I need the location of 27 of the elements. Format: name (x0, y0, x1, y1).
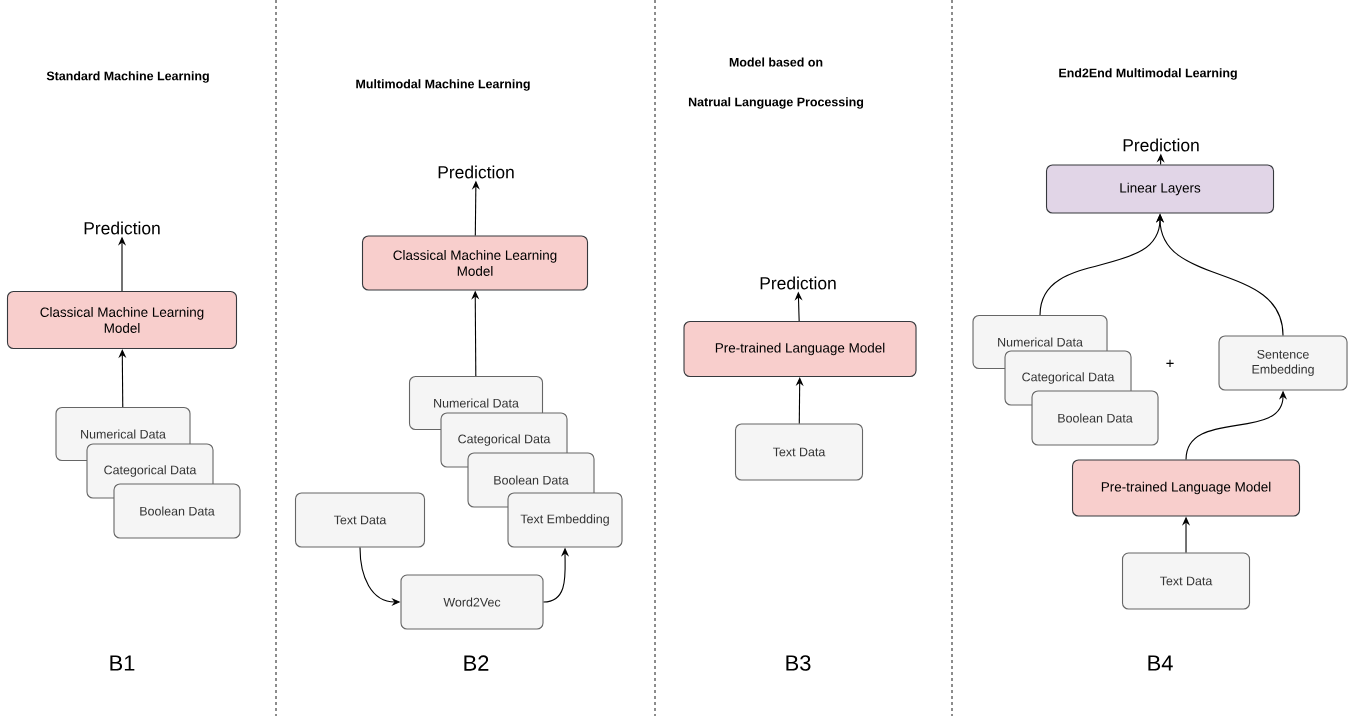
panel-title: Natrual Language Processing (688, 97, 864, 109)
data-box: Text Embedding (507, 492, 623, 548)
panel-title: Model based on (729, 57, 823, 67)
data-box: Word2Vec (400, 574, 544, 630)
data-box: Boolean Data (113, 483, 241, 539)
data-box: Boolean Data (1031, 390, 1159, 446)
output-label: Prediction (760, 276, 836, 290)
model-box: Classical Machine Learning Model (361, 235, 589, 291)
panel-label: B2 (464, 655, 489, 671)
layer-box: Linear Layers (1045, 164, 1275, 214)
plus-sign: + (1166, 359, 1174, 367)
panel-label: B3 (786, 655, 811, 671)
output-label: Prediction (1123, 138, 1199, 152)
output-label: Prediction (438, 165, 514, 179)
data-box: Sentence Embedding (1218, 335, 1348, 391)
panel-label: B1 (110, 655, 135, 671)
panel-title: Standard Machine Learning (46, 71, 209, 83)
output-label: Prediction (84, 221, 160, 235)
model-box: Pre-trained Language Model (1071, 459, 1301, 517)
data-box: Text Data (294, 492, 426, 548)
data-box: Text Data (734, 423, 864, 481)
model-box: Classical Machine Learning Model (6, 290, 238, 350)
panel-label: B4 (1148, 655, 1173, 671)
data-box: Text Data (1121, 552, 1251, 610)
panel-title: Multimodal Machine Learning (356, 79, 530, 91)
model-box: Pre-trained Language Model (683, 320, 917, 378)
panel-title: End2End Multimodal Learning (1059, 68, 1237, 80)
